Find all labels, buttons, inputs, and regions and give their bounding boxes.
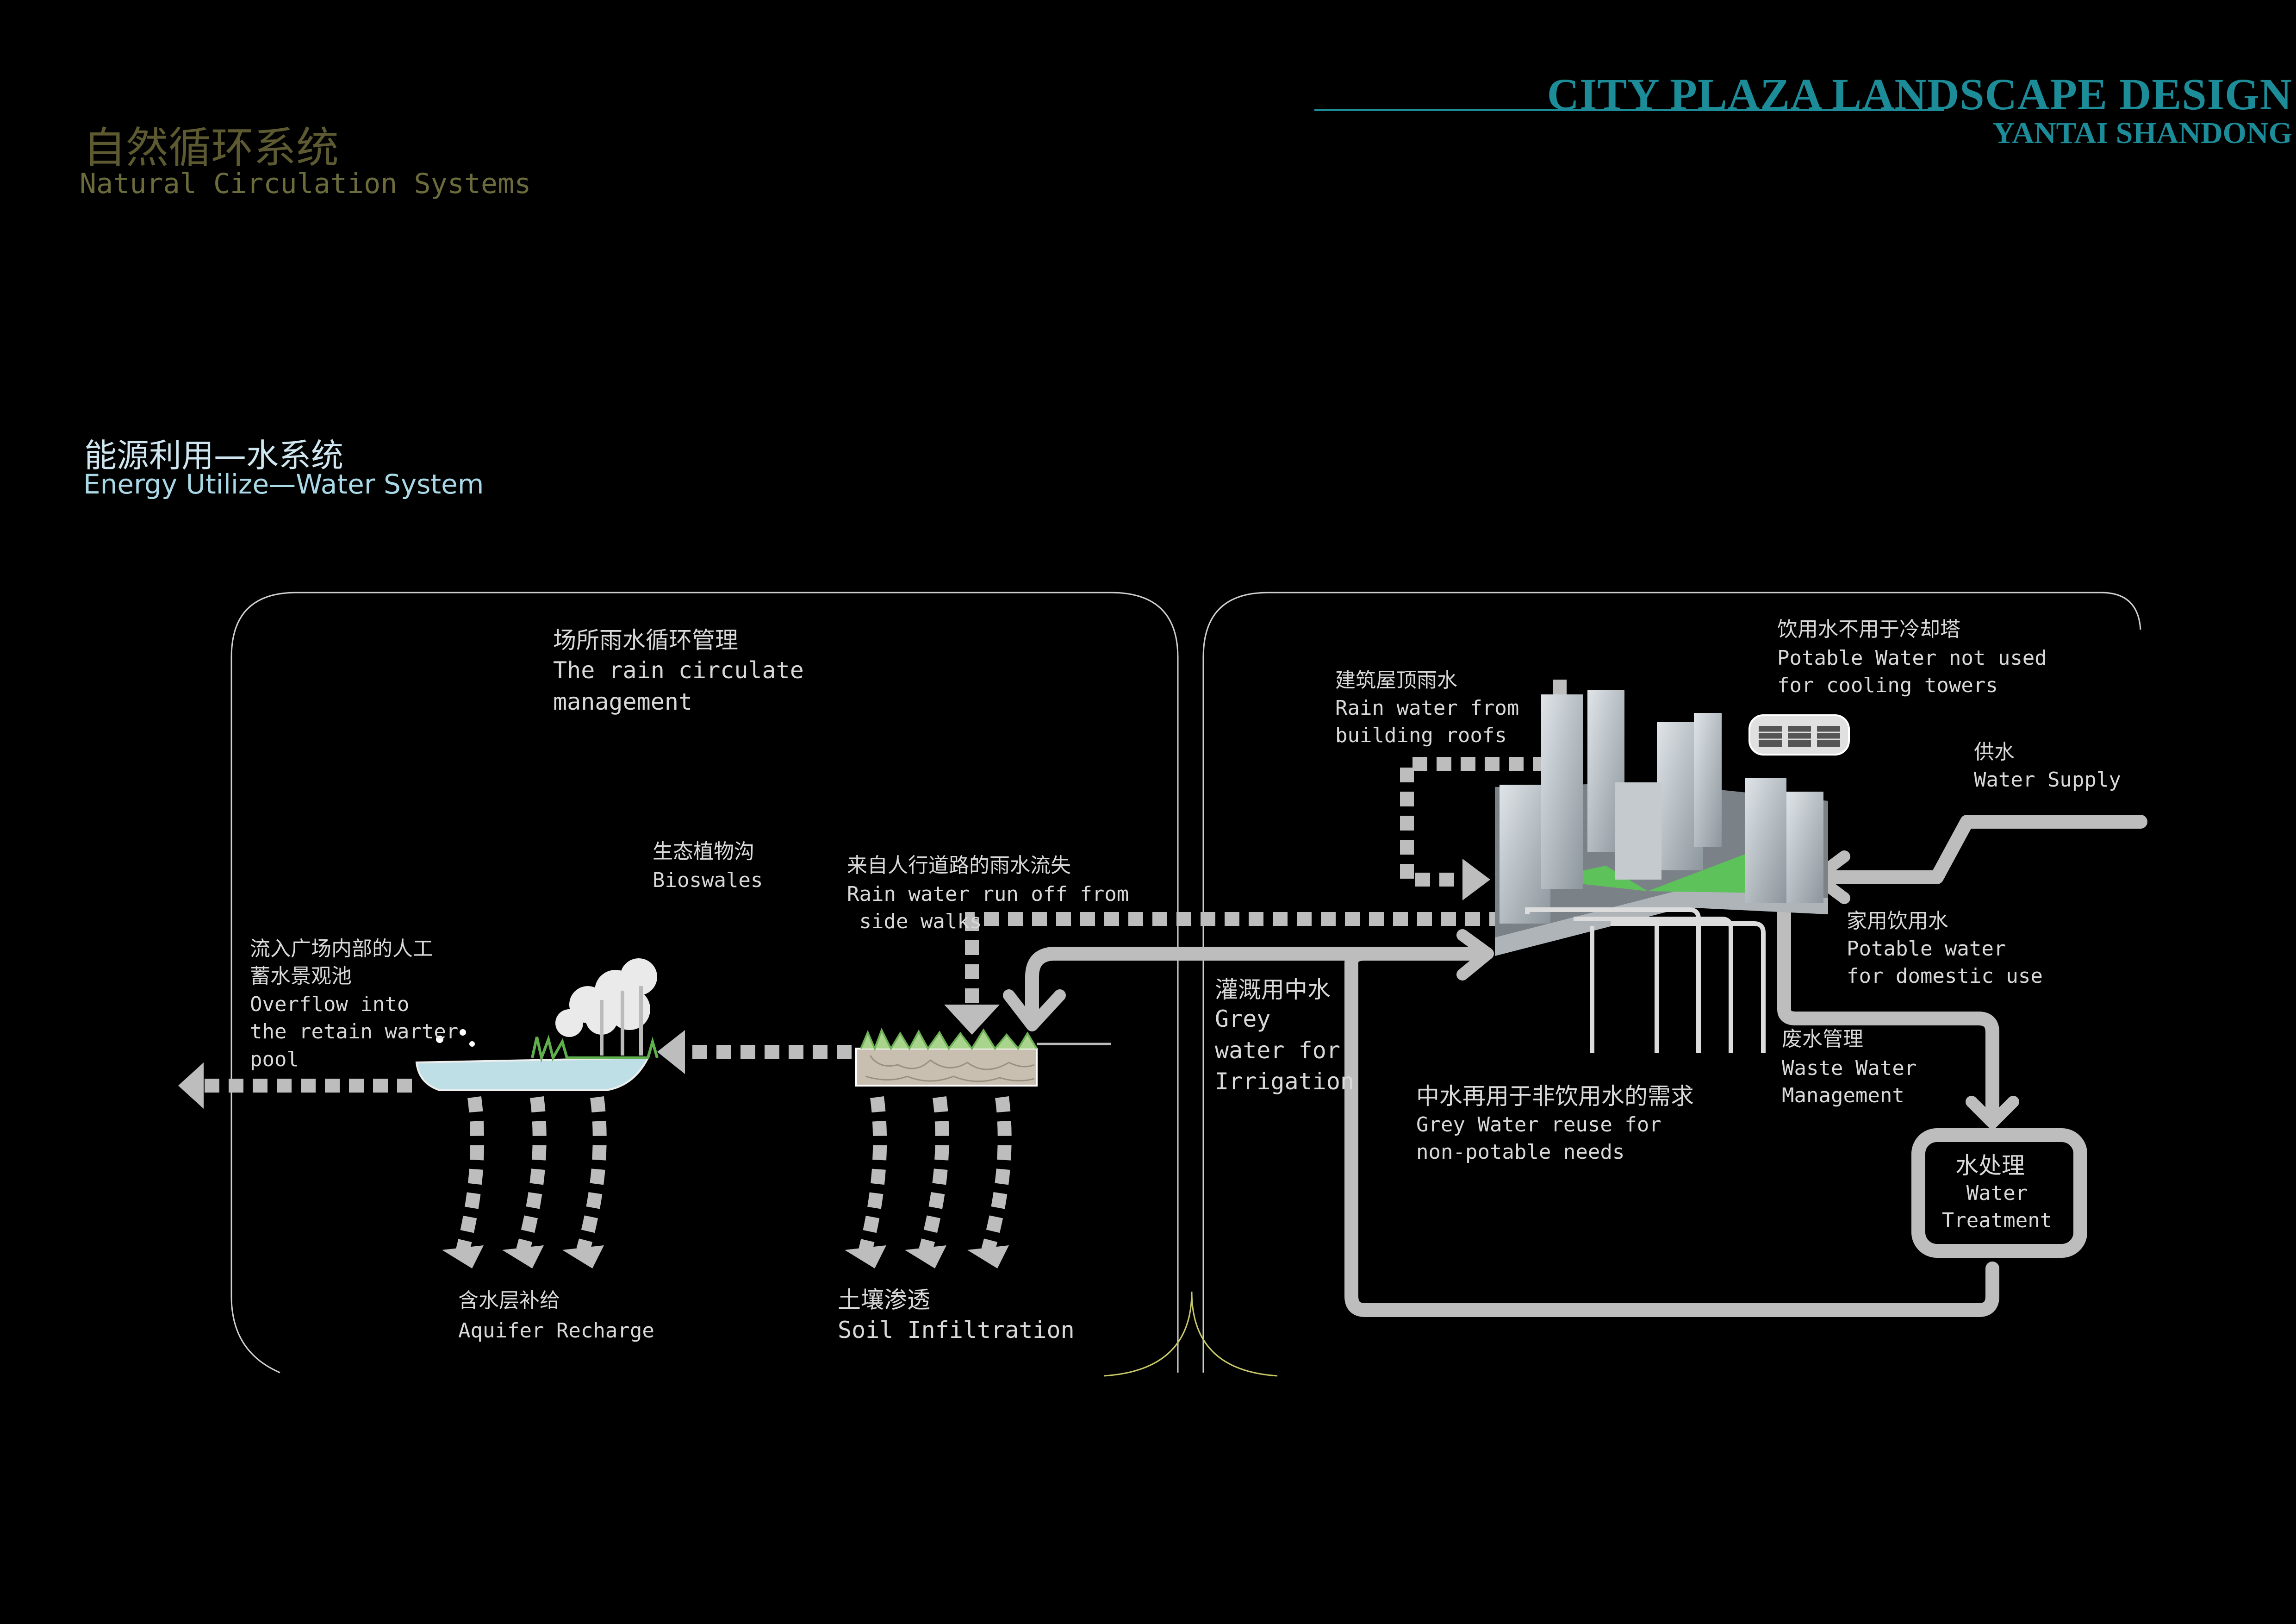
label-irrigation-zh: 灌溉用中水 bbox=[1215, 976, 1331, 1003]
water-treatment-box bbox=[1911, 1128, 2087, 1258]
label-aquifer-zh: 含水层补给 bbox=[458, 1289, 560, 1312]
aquifer-flow-1 bbox=[456, 1096, 485, 1252]
subsection-title-zh: 能源利用—水系统 bbox=[84, 437, 343, 475]
section-title-en: Natural Circulation Systems bbox=[80, 168, 531, 200]
arrowhead-bioswale bbox=[944, 1005, 1000, 1035]
arrowhead-treatment bbox=[1966, 1096, 2019, 1129]
right-panel-frame bbox=[1202, 592, 2141, 1373]
label-waste-zh: 废水管理 bbox=[1782, 1027, 1863, 1051]
arrowhead-overflow bbox=[178, 1062, 204, 1109]
header-rule bbox=[1314, 109, 1944, 111]
soil-flow-3 bbox=[981, 1096, 1012, 1252]
label-grey-reuse-zh: 中水再用于非饮用水的需求 bbox=[1416, 1083, 1694, 1110]
runoff-flow bbox=[965, 912, 1504, 1009]
label-aquifer-en: Aquifer Recharge bbox=[458, 1319, 654, 1343]
label-bioswales-zh: 生态植物沟 bbox=[653, 840, 754, 863]
irrigation-return-flow bbox=[1025, 947, 1493, 1021]
label-supply-en: Water Supply bbox=[1974, 768, 2121, 792]
aquifer-flow-2 bbox=[516, 1096, 547, 1252]
label-waste-en: Waste Water Management bbox=[1782, 1056, 1917, 1108]
city-block-illustration bbox=[1495, 690, 1828, 1053]
label-bioswales-en: Bioswales bbox=[653, 868, 763, 892]
label-potable-cooling-en: Potable Water not used for cooling tower… bbox=[1777, 646, 2047, 698]
label-supply-zh: 供水 bbox=[1974, 740, 2015, 764]
label-overflow-zh: 流入广场内部的人工 蓄水景观池 bbox=[250, 937, 433, 988]
label-overflow-en: Overflow into the retain warter pool bbox=[250, 993, 459, 1071]
treatment-to-reuse-flow bbox=[1344, 947, 1999, 1317]
arrowhead-domestic bbox=[1456, 929, 1494, 981]
label-domestic-en: Potable water for domestic use bbox=[1847, 937, 2043, 988]
label-roof-rain-en: Rain water from building roofs bbox=[1335, 696, 1519, 748]
subsection-title-en: Energy Utilize—Water System bbox=[83, 468, 484, 500]
label-grey-reuse-en: Grey Water reuse for non-potable needs bbox=[1416, 1113, 1661, 1164]
left-panel-frame bbox=[230, 592, 1179, 1374]
soil-flow-2 bbox=[919, 1096, 949, 1252]
label-rain-management-zh: 场所雨水循环管理 bbox=[553, 627, 738, 654]
label-soil-en: Soil Infiltration bbox=[838, 1317, 1075, 1343]
aquifer-flow-3 bbox=[576, 1096, 607, 1252]
arrowhead-irrigation bbox=[1003, 989, 1066, 1031]
project-location: YANTAI SHANDONG bbox=[1992, 116, 2292, 150]
label-domestic-zh: 家用饮用水 bbox=[1847, 909, 1948, 933]
wastewater-flow bbox=[1777, 896, 1999, 1123]
label-treatment-en: Water Treatment bbox=[1941, 1181, 2053, 1233]
label-potable-cooling-zh: 饮用水不用于冷却塔 bbox=[1777, 618, 1960, 641]
retention-pool-illustration bbox=[415, 958, 659, 1091]
arrowhead-pool bbox=[657, 1030, 685, 1074]
project-title: CITY PLAZA LANDSCAPE DESIGN bbox=[1547, 69, 2292, 119]
label-runoff-en: Rain water run off from side walks bbox=[847, 882, 1129, 934]
water-supply-flow bbox=[1819, 815, 2147, 884]
label-runoff-zh: 来自人行道路的雨水流失 bbox=[847, 854, 1071, 877]
label-soil-zh: 土壤渗透 bbox=[838, 1287, 930, 1313]
soil-flow-1 bbox=[859, 1096, 887, 1252]
label-irrigation-en: Grey water for Irrigation bbox=[1215, 1006, 1355, 1095]
arrowhead-roof bbox=[1462, 859, 1490, 900]
label-roof-rain-zh: 建筑屋顶雨水 bbox=[1335, 668, 1457, 692]
label-rain-management-en: The rain circulate management bbox=[553, 657, 804, 715]
label-treatment-zh: 水处理 bbox=[1955, 1152, 2025, 1179]
panel-base-curve bbox=[1103, 1291, 1278, 1377]
section-title-zh: 自然循环系统 bbox=[83, 123, 339, 173]
cooling-tower-icon bbox=[1748, 714, 1850, 756]
bioswale-illustration bbox=[855, 1028, 1111, 1087]
